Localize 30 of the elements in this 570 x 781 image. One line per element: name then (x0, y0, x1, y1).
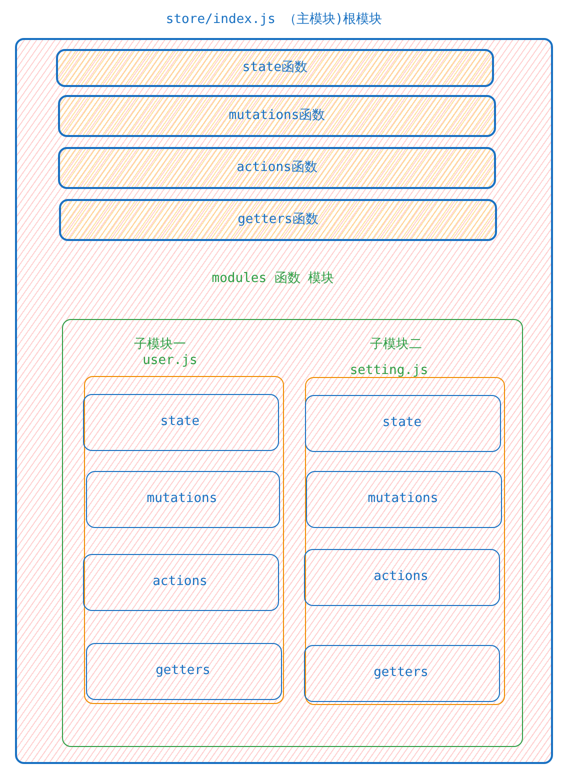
function-box (304, 645, 500, 702)
module-label: store/index.js （主模块)根模块 (166, 12, 382, 28)
function-label: getters函数 (238, 212, 318, 228)
function-label: state (160, 414, 200, 430)
function-box (56, 49, 494, 87)
function-box (58, 147, 496, 189)
function-box (83, 394, 279, 451)
function-box (306, 471, 502, 528)
function-label: getters (374, 664, 428, 680)
function-box (58, 95, 496, 137)
function-box (86, 471, 280, 528)
module-label: 子模块二 (370, 337, 422, 353)
function-label: mutations函数 (228, 108, 326, 124)
function-label: mutations (368, 490, 438, 506)
function-label: state (382, 414, 422, 430)
function-label: state函数 (242, 60, 308, 76)
function-label: actions (152, 574, 208, 590)
function-box (86, 643, 282, 700)
module-label: modules 函数 模块 (212, 271, 334, 287)
function-label: actions (374, 568, 428, 584)
function-label: mutations (146, 490, 218, 506)
function-label: actions函数 (236, 160, 318, 176)
module-label: setting.js (350, 363, 428, 379)
function-box (59, 199, 497, 241)
function-box (304, 549, 500, 606)
function-box (305, 395, 501, 452)
function-box (83, 554, 279, 611)
module-label: user.js (142, 353, 198, 369)
module-label: 子模块一 (134, 337, 186, 353)
function-label: getters (156, 662, 210, 678)
